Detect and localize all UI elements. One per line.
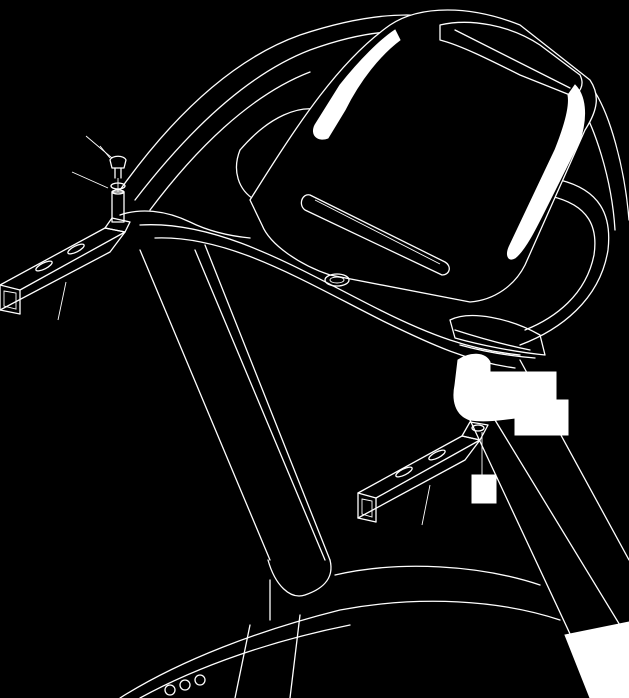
handlebar-frame bbox=[119, 14, 629, 369]
right-crossbar bbox=[357, 421, 489, 526]
callout-labels bbox=[453, 353, 569, 504]
right-rail bbox=[469, 359, 629, 698]
upright-mast bbox=[119, 244, 561, 698]
left-crossbar bbox=[0, 217, 131, 321]
console bbox=[249, 9, 597, 356]
left-hardware bbox=[71, 135, 127, 223]
